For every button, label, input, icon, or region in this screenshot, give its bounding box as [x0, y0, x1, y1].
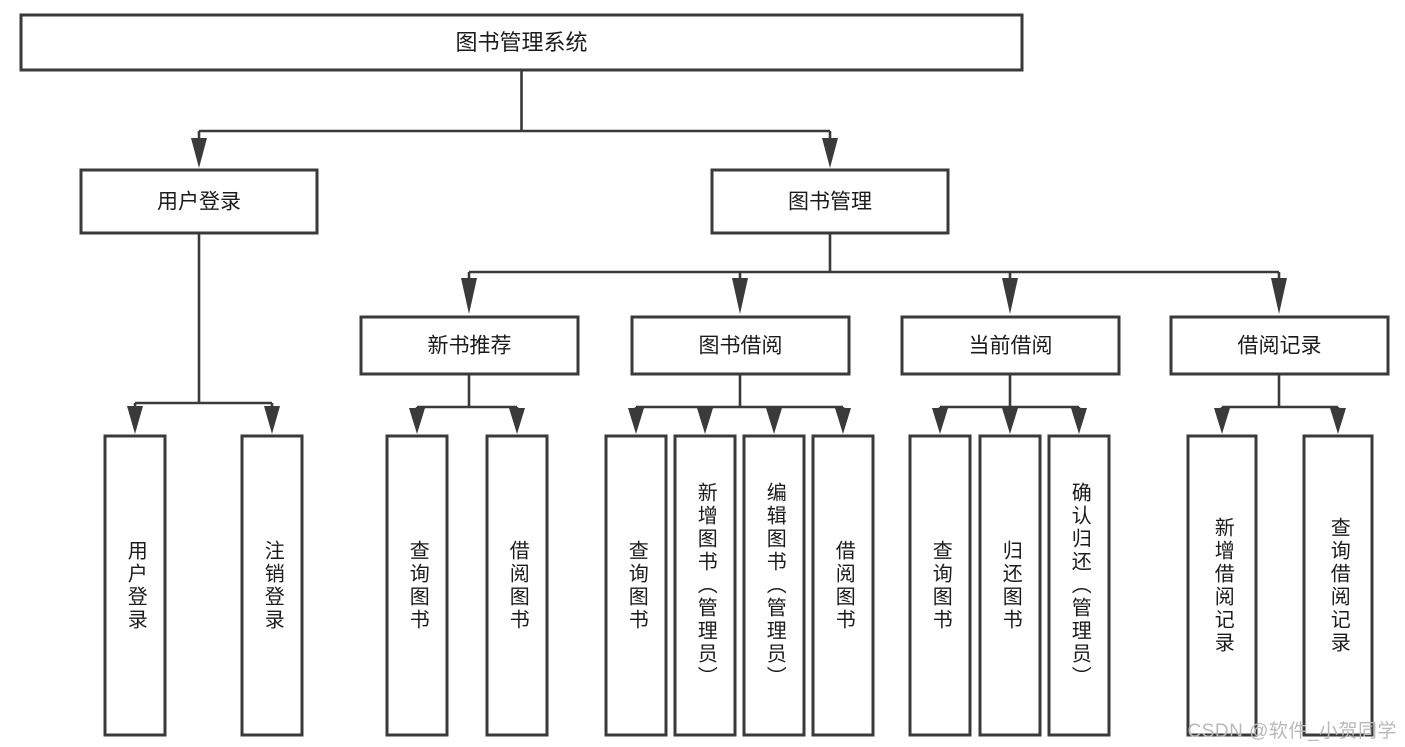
node-box-book-management[interactable]: [710, 168, 950, 235]
arrow-head-bookborrow-leaf-1: [628, 408, 644, 434]
node-box-root[interactable]: [19, 13, 1024, 72]
connector-group-root: [191, 70, 838, 168]
node-label-borrow-record: 借阅记录: [1238, 335, 1322, 358]
arrow-head-bookborrow: [732, 278, 748, 314]
connector-group-newbook: [409, 374, 525, 434]
node-box-leaf-newbook-borrow[interactable]: [485, 434, 549, 737]
node-label-user-login: 用户登录: [157, 191, 241, 214]
node-label-book-management: 图书管理: [788, 191, 872, 214]
node-box-leaf-current-confirm[interactable]: [1047, 434, 1111, 737]
arrow-head-borrowrecord-leaf-1: [1214, 408, 1230, 434]
connector-group-bookborrow: [628, 374, 851, 434]
arrow-head-currentborrow-leaf-3: [1071, 408, 1087, 434]
node-box-leaf-record-add[interactable]: [1186, 434, 1258, 737]
arrow-head-bookborrow-leaf-2: [697, 408, 713, 434]
arrow-head-userlogin: [191, 138, 207, 168]
arrow-head-currentborrow: [1002, 278, 1018, 314]
node-box-leaf-record-query[interactable]: [1302, 434, 1374, 737]
node-box-leaf-logout[interactable]: [240, 434, 304, 737]
node-box-user-login[interactable]: [79, 168, 319, 235]
node-box-new-book-recommend[interactable]: [359, 315, 580, 376]
node-label-current-borrow: 当前借阅: [969, 335, 1053, 358]
arrow-head-newbook-leaf-1: [409, 408, 425, 434]
arrow-head-currentborrow-leaf-1: [932, 408, 948, 434]
connector-group-bookmgmt: [461, 233, 1287, 314]
node-box-leaf-newbook-query[interactable]: [385, 434, 449, 737]
csdn-watermark: CSDN @软件_小贺同学: [1187, 721, 1397, 742]
node-box-current-borrow[interactable]: [900, 315, 1121, 376]
arrow-head-newbook-leaf-2: [509, 408, 525, 434]
connector-group-userlogin: [127, 233, 280, 434]
node-label-root: 图书管理系统: [455, 30, 587, 55]
node-box-leaf-borrow-query[interactable]: [604, 434, 668, 737]
node-label-book-borrow: 图书借阅: [699, 335, 783, 358]
node-label-new-book-recommend: 新书推荐: [428, 335, 512, 358]
node-box-borrow-record[interactable]: [1169, 315, 1390, 376]
node-box-leaf-borrow-lend[interactable]: [811, 434, 875, 737]
connector-group-currentborrow: [932, 374, 1087, 434]
arrow-head-bookborrow-leaf-3: [766, 408, 782, 434]
node-box-leaf-borrow-add[interactable]: [673, 434, 737, 737]
connector-group-borrowrecord: [1214, 374, 1346, 434]
node-box-leaf-current-return[interactable]: [978, 434, 1042, 737]
arrow-head-borrowrecord: [1271, 278, 1287, 314]
node-box-leaf-borrow-edit[interactable]: [742, 434, 806, 737]
node-box-leaf-user-login[interactable]: [103, 434, 167, 737]
arrow-head-borrowrecord-leaf-2: [1330, 408, 1346, 434]
arrow-head-leaf-user-login: [127, 406, 143, 434]
arrow-head-leaf-logout: [264, 406, 280, 434]
arrow-head-newbook: [461, 278, 477, 314]
arrow-head-bookmgmt: [822, 138, 838, 168]
arrow-head-currentborrow-leaf-2: [1002, 408, 1018, 434]
node-box-book-borrow[interactable]: [630, 315, 851, 376]
node-box-leaf-current-query[interactable]: [908, 434, 972, 737]
arrow-head-bookborrow-leaf-4: [835, 408, 851, 434]
